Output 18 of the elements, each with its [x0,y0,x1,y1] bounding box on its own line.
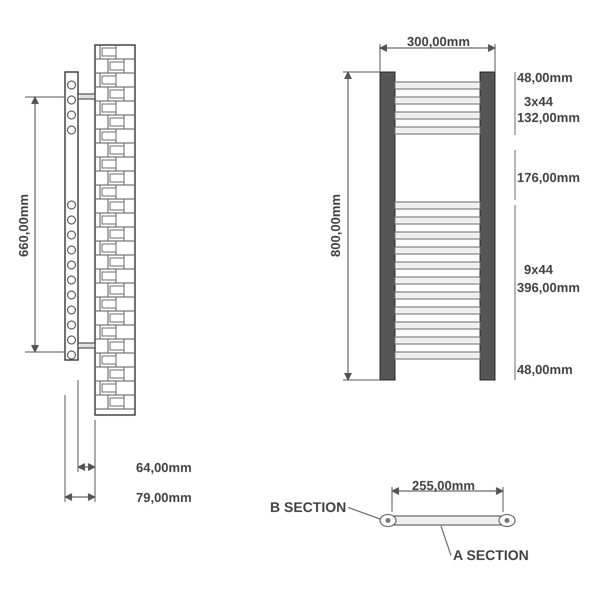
dimension-label: 3x44 [524,94,553,109]
dimension-label: 176,00mm [517,170,580,185]
dimension-label: 132,00mm [517,110,580,125]
dimension-label: 9x44 [524,262,553,277]
dimension-label: 255,00mm [412,478,475,493]
dimension-label: 300,00mm [407,34,470,49]
section-label: B SECTION [270,500,346,515]
radiator-section-drawing [380,514,516,527]
dimension-label: 660,00mm [16,194,31,257]
dimension-label: 48,00mm [517,70,573,85]
section-label: A SECTION [453,548,529,563]
dimension-label: 800,00mm [328,194,343,257]
dimension-label: 48,00mm [517,362,573,377]
leader-line [348,507,380,520]
leader-line [440,526,452,556]
dimension-label: 79,00mm [136,490,192,505]
dimension-label: 64,00mm [136,460,192,475]
dimension-label: 396,00mm [517,280,580,295]
